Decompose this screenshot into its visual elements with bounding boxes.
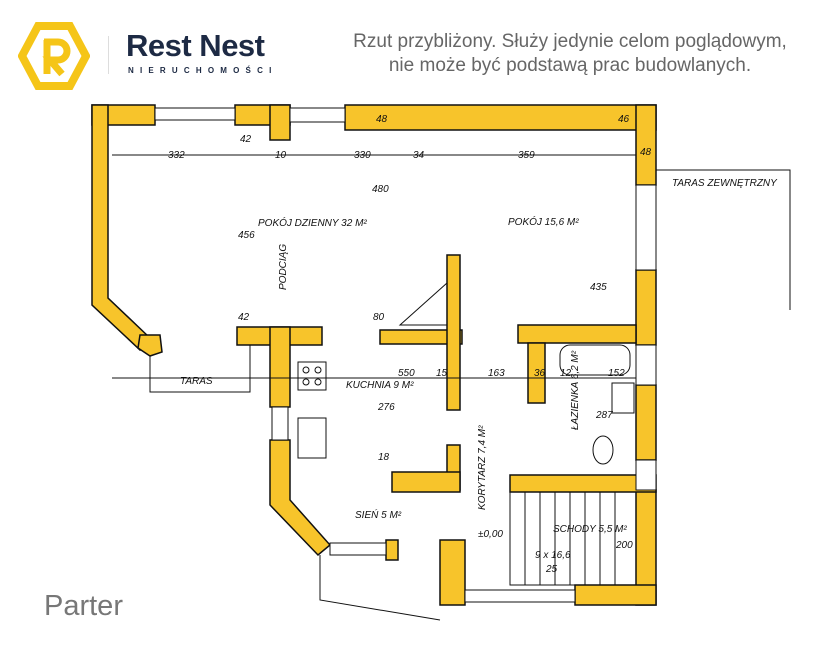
dim: 456 bbox=[238, 230, 255, 241]
dim: 12 bbox=[560, 368, 572, 379]
floor-label: Parter bbox=[44, 590, 123, 622]
dim: 25 bbox=[545, 564, 558, 575]
dim: 48 bbox=[640, 147, 652, 158]
level-label: ±0,00 bbox=[478, 529, 503, 540]
dim: 330 bbox=[354, 150, 371, 161]
dim: 435 bbox=[590, 282, 607, 293]
room-bedroom-label: POKÓJ 15,6 M² bbox=[508, 215, 579, 228]
room-hall-label: SIEŃ 5 M² bbox=[355, 508, 402, 521]
dim: 152 bbox=[608, 368, 625, 379]
outer-terrace-outline bbox=[656, 169, 791, 310]
brand-subtitle: NIERUCHOMOŚCI bbox=[128, 66, 278, 75]
dim: 34 bbox=[413, 150, 425, 161]
beam-label: PODCIĄG bbox=[278, 244, 289, 290]
dim: 163 bbox=[488, 368, 505, 379]
dim: 42 bbox=[240, 134, 252, 145]
disclaimer-line-2: nie może być podstawą prac budowlanych. bbox=[388, 55, 752, 76]
dim: 36 bbox=[534, 368, 546, 379]
brand-name: Rest Nest bbox=[126, 28, 265, 63]
dim: 359 bbox=[518, 150, 535, 161]
dim: 80 bbox=[373, 312, 385, 323]
walls bbox=[91, 104, 657, 606]
dim: 46 bbox=[618, 114, 630, 125]
room-corridor-label: KORYTARZ 7,4 M² bbox=[477, 425, 488, 510]
dim: 276 bbox=[377, 402, 395, 413]
disclaimer-line-1: Rzut przybliżony. Służy jedynie celom po… bbox=[353, 31, 787, 52]
dim: 550 bbox=[398, 368, 415, 379]
room-kitchen-label: KUCHNIA 9 M² bbox=[346, 380, 414, 391]
rest-nest-logo bbox=[18, 22, 90, 90]
outer-terrace-label: TARAS ZEWNĘTRZNY bbox=[672, 178, 778, 189]
dim: 15 bbox=[436, 368, 448, 379]
room-stairs-label: SCHODY 5,5 M² bbox=[553, 524, 627, 535]
room-bathroom-label: ŁAZIENKA 6,2 M² bbox=[570, 350, 581, 430]
stairs-steps-label: 9 x 16,6 bbox=[535, 550, 571, 561]
dim: 480 bbox=[372, 184, 389, 195]
terrace-outline bbox=[149, 345, 251, 393]
dim: 200 bbox=[615, 540, 633, 551]
disclaimer: Rzut przybliżony. Służy jedynie celom po… bbox=[330, 30, 810, 78]
washbasin-icon bbox=[611, 382, 635, 414]
bathtub-icon bbox=[559, 344, 631, 376]
stove-icon bbox=[297, 361, 327, 391]
dim: 42 bbox=[238, 312, 250, 323]
dim: 287 bbox=[595, 410, 613, 421]
dim: 48 bbox=[376, 114, 388, 125]
dim: 18 bbox=[378, 452, 390, 463]
stairs bbox=[509, 491, 637, 586]
brand-divider bbox=[108, 36, 109, 74]
terrace-label: TARAS bbox=[180, 376, 213, 387]
fixtures bbox=[112, 154, 791, 621]
fireplace bbox=[398, 281, 448, 326]
dim: 332 bbox=[168, 150, 185, 161]
room-living-label: POKÓJ DZIENNY 32 M² bbox=[258, 216, 367, 229]
dim: 10 bbox=[275, 150, 287, 161]
toilet-icon bbox=[592, 435, 614, 465]
dimensions: 332 42 10 330 34 359 48 48 46 480 456 42… bbox=[168, 114, 652, 575]
sink-icon bbox=[297, 417, 327, 459]
windows bbox=[154, 107, 657, 603]
entrance-outline bbox=[319, 555, 441, 621]
